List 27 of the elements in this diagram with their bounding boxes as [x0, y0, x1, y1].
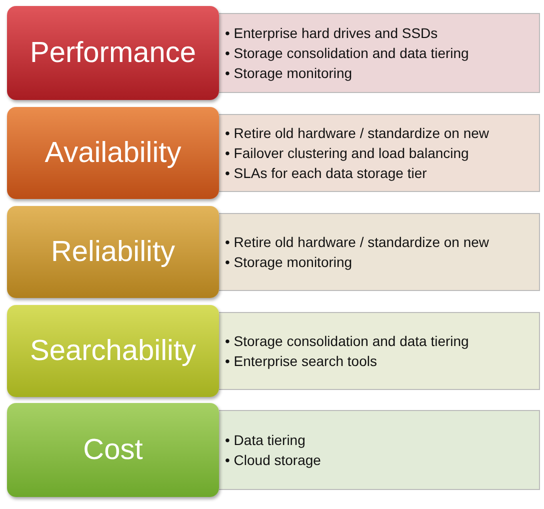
category-box	[7, 206, 219, 298]
bullet-panel	[219, 13, 540, 93]
category-box	[7, 107, 219, 199]
category-title: Cost	[83, 434, 143, 466]
bullet-item: • Enterprise hard drives and SSDs	[225, 24, 439, 43]
bullet-item: • Storage monitoring	[225, 253, 354, 272]
bullet-panel	[219, 213, 540, 291]
category-box	[7, 403, 219, 497]
bullet-item: • Storage monitoring	[225, 64, 354, 83]
bullet-item: • Retire old hardware / standardize on new	[225, 233, 490, 252]
bullet-panel	[219, 312, 540, 390]
category-title: Availability	[44, 136, 182, 170]
category-box	[7, 6, 219, 100]
bullet-item: • Retire old hardware / standardize on new	[225, 124, 490, 143]
category-title: Reliability	[50, 236, 176, 268]
bullet-panel	[219, 410, 540, 490]
category-title: Performance	[30, 36, 196, 70]
bullet-item: • Storage consolidation and data tiering	[225, 44, 470, 63]
bullet-panel	[219, 114, 540, 192]
bullet-item: • Storage consolidation and data tiering	[225, 332, 470, 351]
bullet-item: • Enterprise search tools	[225, 352, 378, 371]
bullet-item: • Data tiering	[225, 431, 306, 450]
bullet-item: • SLAs for each data storage tier	[225, 164, 428, 183]
category-title: Searchability	[30, 334, 196, 368]
bullet-item: • Failover clustering and load balancing	[225, 144, 470, 163]
bullet-item: • Cloud storage	[225, 451, 322, 470]
category-box	[7, 305, 219, 397]
